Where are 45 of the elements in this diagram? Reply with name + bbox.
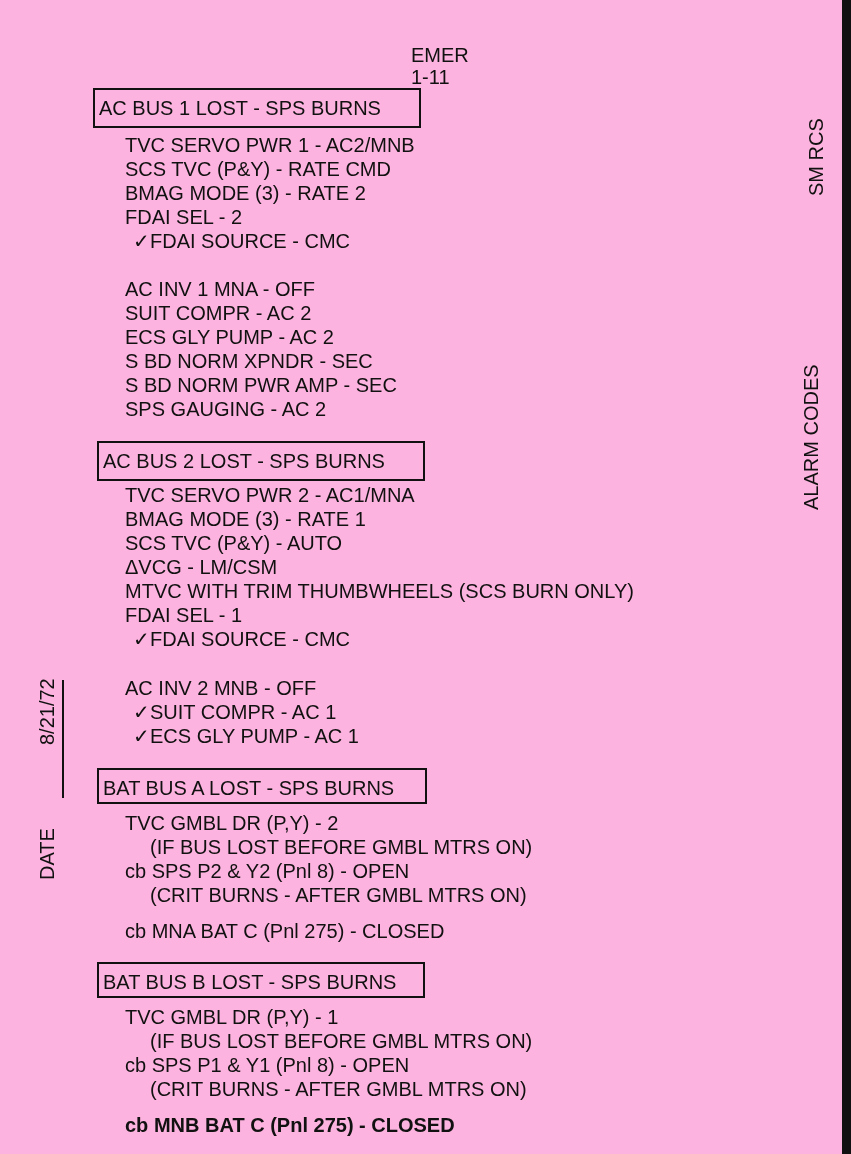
checklist-step: ✓FDAI SOURCE - CMC [133,230,350,252]
checklist-step: AC INV 1 MNA - OFF [125,278,316,300]
heading-box [93,88,421,128]
checklist-step: cb MNA BAT C (Pnl 275) - CLOSED [125,920,445,942]
checklist-step: SUIT COMPR - AC 2 [125,302,312,324]
checklist-step: SCS TVC (P&Y) - RATE CMD [125,158,391,180]
section-heading: BAT BUS A LOST - SPS BURNS [103,777,395,799]
date-label: DATE [36,828,58,880]
checklist-step: AC INV 2 MNB - OFF [125,677,317,699]
checklist-step: FDAI SEL - 2 [125,206,243,228]
checklist-step: SCS TVC (P&Y) - AUTO [125,532,343,554]
checklist-step: (IF BUS LOST BEFORE GMBL MTRS ON) [150,836,533,858]
checklist-step: cb MNB BAT C (Pnl 275) - CLOSED [125,1114,455,1136]
heading-box [97,441,425,481]
checklist-step: (CRIT BURNS - AFTER GMBL MTRS ON) [150,1078,527,1100]
checklist-step: MTVC WITH TRIM THUMBWHEELS (SCS BURN ONLY) [125,580,634,602]
checklist-step: S BD NORM XPNDR - SEC [125,350,373,372]
checklist-step: ✓FDAI SOURCE - CMC [133,628,350,650]
checklist-step: (CRIT BURNS - AFTER GMBL MTRS ON) [150,884,527,906]
checklist-step: SPS GAUGING - AC 2 [125,398,327,420]
date-value: 8/21/72 [36,678,58,745]
checklist-step: cb SPS P2 & Y2 (Pnl 8) - OPEN [125,860,410,882]
section-heading: BAT BUS B LOST - SPS BURNS [103,971,397,993]
heading-box [97,768,427,804]
checklist-step: TVC SERVO PWR 1 - AC2/MNB [125,134,415,156]
page-code: EMER [411,44,469,66]
checklist-step: FDAI SEL - 1 [125,604,243,626]
checklist-step: ✓SUIT COMPR - AC 1 [133,701,337,723]
section-heading: AC BUS 1 LOST - SPS BURNS [99,97,381,119]
tab-label: ALARM CODES [800,364,822,510]
checklist-step: ECS GLY PUMP - AC 2 [125,326,334,348]
section-heading: AC BUS 2 LOST - SPS BURNS [103,450,385,472]
checklist-step: BMAG MODE (3) - RATE 1 [125,508,366,530]
checklist-step: ✓ECS GLY PUMP - AC 1 [133,725,359,747]
checklist-step: BMAG MODE (3) - RATE 2 [125,182,366,204]
checklist-step: TVC GMBL DR (P,Y) - 2 [125,812,339,834]
checklist-step: S BD NORM PWR AMP - SEC [125,374,397,396]
checklist-step: cb SPS P1 & Y1 (Pnl 8) - OPEN [125,1054,410,1076]
heading-box [97,962,425,998]
checklist-step: TVC GMBL DR (P,Y) - 1 [125,1006,339,1028]
checklist-step: TVC SERVO PWR 2 - AC1/MNA [125,484,415,506]
checklist-step: ΔVCG - LM/CSM [125,556,278,578]
page-number: 1-11 [411,66,450,88]
checklist-step: (IF BUS LOST BEFORE GMBL MTRS ON) [150,1030,533,1052]
tab-label: SM RCS [805,118,827,196]
